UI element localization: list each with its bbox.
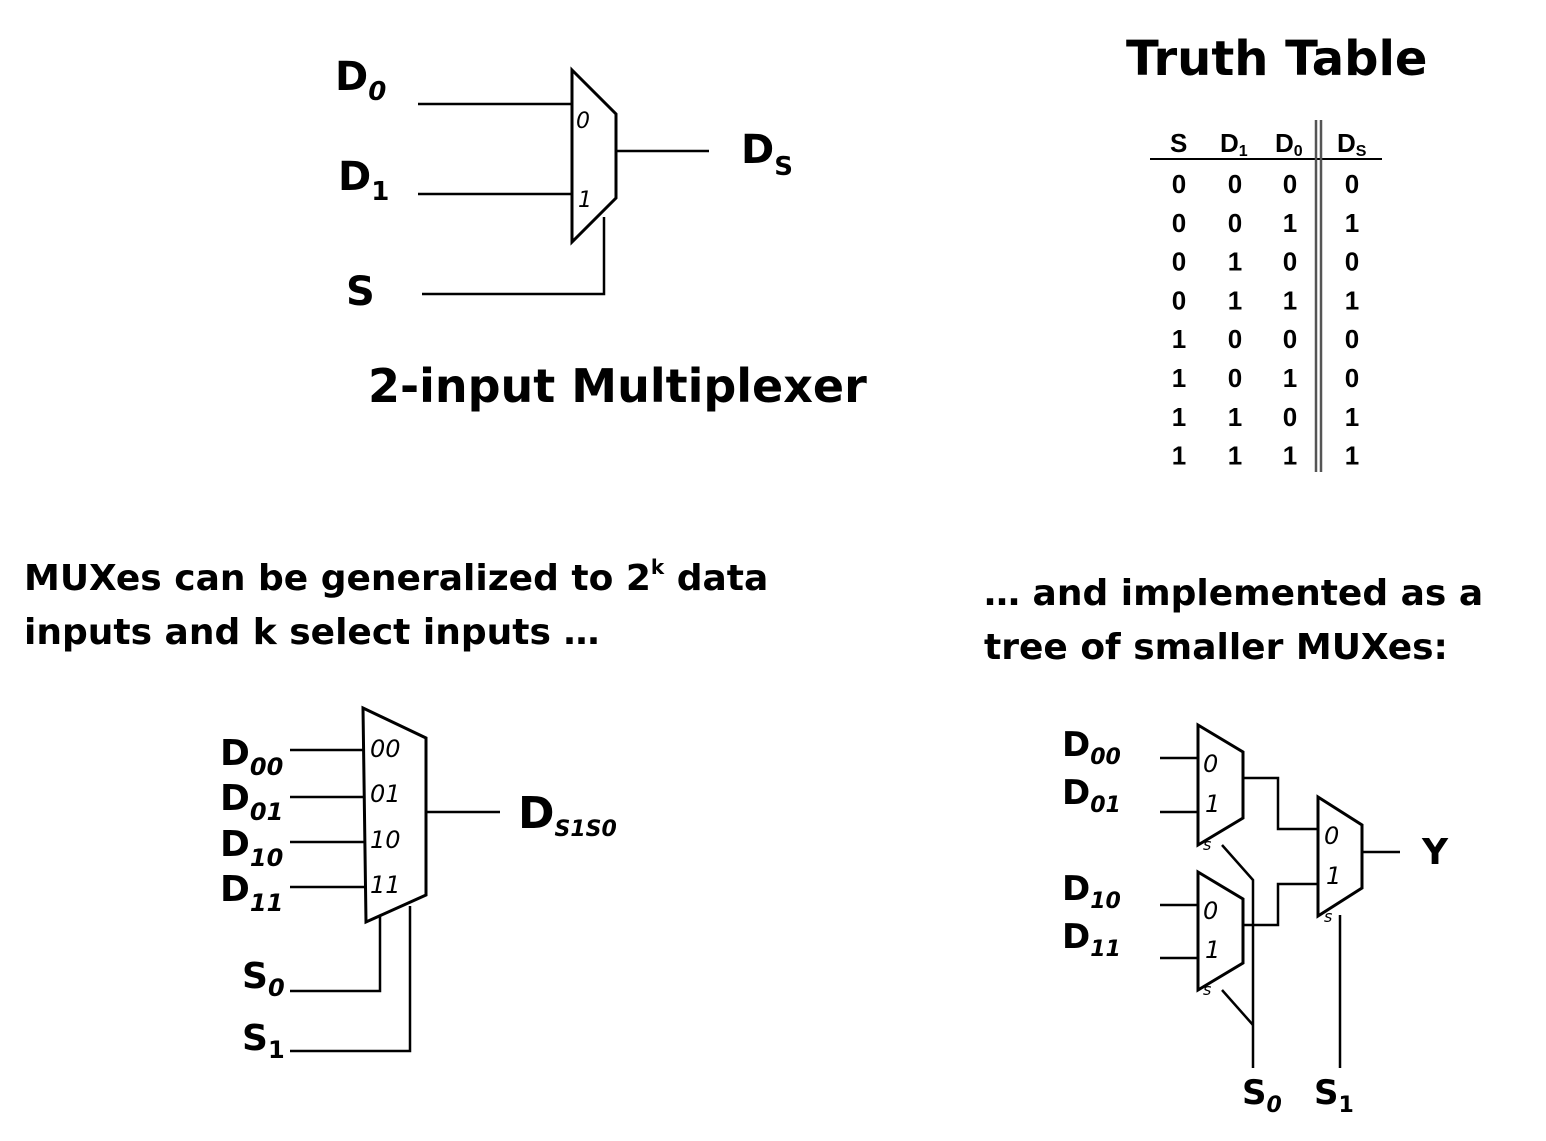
tt-cell-r6-c3: 1 — [1345, 402, 1359, 432]
tt-cell-r0-c0: 0 — [1172, 169, 1186, 199]
tt-cell-r4-c3: 0 — [1345, 324, 1359, 354]
mux4-input-label-d11: D11 — [220, 869, 283, 917]
tree-upper-output-wire — [1243, 776, 1318, 831]
tree-input-label-d11: D11 — [1062, 917, 1121, 962]
tree-select-label-s0: S0 — [1242, 1073, 1282, 1118]
tt-cell-r2-c3: 0 — [1345, 247, 1359, 277]
generalize-text-line1: MUXes can be generalized to 2k data — [24, 555, 768, 599]
tree-mux-root-pin-0: 0 — [1324, 822, 1339, 850]
mux4-pin-01: 01 — [370, 780, 401, 808]
tt-cell-r5-c0: 1 — [1172, 363, 1186, 393]
mux4-diagram: D00 D01 D10 D11 00 01 10 11 DS1S0 S0 S1 — [220, 705, 617, 1064]
tree-mux-upper-select-pin: s — [1203, 835, 1211, 854]
mux2-caption: 2-input Multiplexer — [368, 359, 867, 413]
mux2-select-label: S — [346, 269, 375, 315]
tree-select-label-s1: S1 — [1314, 1073, 1354, 1118]
mux2-input-label-d0: D0 — [335, 54, 386, 107]
mux4-s1-wire — [290, 906, 412, 1053]
truth-table-title: Truth Table — [1126, 31, 1427, 87]
tt-cell-r3-c1: 1 — [1228, 285, 1242, 315]
mux2-pin-0: 0 — [576, 109, 590, 134]
generalize-text-line2: inputs and k select inputs … — [24, 612, 599, 653]
mux2-body — [570, 66, 618, 246]
mux4-body — [361, 705, 428, 925]
tt-cell-r3-c3: 1 — [1345, 285, 1359, 315]
tt-cell-r4-c1: 0 — [1228, 324, 1242, 354]
tt-cell-r2-c1: 1 — [1228, 247, 1242, 277]
tt-cell-r0-c2: 0 — [1283, 169, 1297, 199]
mux4-pin-11: 11 — [370, 871, 401, 899]
tt-cell-r7-c1: 1 — [1228, 441, 1242, 471]
tree-mux-lower — [1196, 869, 1245, 993]
mux2-select-wire — [422, 217, 606, 296]
tree-s0-wire-lower — [1221, 989, 1254, 1026]
tt-cell-r3-c0: 0 — [1172, 285, 1186, 315]
tt-cell-r4-c2: 0 — [1283, 324, 1297, 354]
tree-text-line2: tree of smaller MUXes: — [984, 627, 1448, 668]
mux4-input-label-d10: D10 — [220, 824, 283, 872]
tt-cell-r1-c1: 0 — [1228, 208, 1242, 238]
tt-header-d1: D1 — [1220, 128, 1248, 160]
tree-output-label: Y — [1421, 832, 1449, 873]
tree-mux-lower-pin-0: 0 — [1203, 897, 1218, 925]
tt-cell-r6-c2: 0 — [1283, 402, 1297, 432]
mux4-select-label-s0: S0 — [242, 956, 285, 1002]
tree-mux-lower-pin-1: 1 — [1205, 936, 1220, 964]
tt-cell-r5-c2: 1 — [1283, 363, 1297, 393]
tree-input-label-d01: D01 — [1062, 773, 1121, 818]
tt-cell-r7-c0: 1 — [1172, 441, 1186, 471]
tree-mux-lower-select-pin: s — [1203, 980, 1211, 999]
mux2-output-label: DS — [741, 127, 793, 182]
tree-mux-upper-pin-1: 1 — [1205, 790, 1220, 818]
tt-cell-r3-c2: 1 — [1283, 285, 1297, 315]
tree-mux-upper — [1196, 722, 1245, 848]
tt-header-s: S — [1170, 128, 1187, 158]
tt-cell-r0-c1: 0 — [1228, 169, 1242, 199]
tree-mux-root-select-pin: s — [1324, 907, 1332, 926]
tt-cell-r4-c0: 1 — [1172, 324, 1186, 354]
tree-input-label-d00: D00 — [1062, 725, 1121, 770]
tt-cell-r1-c2: 1 — [1283, 208, 1297, 238]
tree-text-line1: … and implemented as a — [984, 573, 1483, 614]
mux4-s0-wire — [290, 916, 382, 993]
mux4-pin-00: 00 — [370, 735, 401, 763]
tt-cell-r2-c2: 0 — [1283, 247, 1297, 277]
tree-input-label-d10: D10 — [1062, 869, 1121, 914]
tree-lower-output-wire — [1243, 882, 1318, 927]
tt-cell-r1-c3: 1 — [1345, 208, 1359, 238]
tt-header-d0: D0 — [1275, 128, 1303, 160]
mux4-select-label-s1: S1 — [242, 1018, 285, 1064]
tree-mux-root — [1316, 794, 1364, 919]
tt-cell-r1-c0: 0 — [1172, 208, 1186, 238]
tt-cell-r0-c3: 0 — [1345, 169, 1359, 199]
mux2-input-label-d1: D1 — [338, 154, 389, 207]
tt-cell-r5-c1: 0 — [1228, 363, 1242, 393]
tt-cell-r7-c2: 1 — [1283, 441, 1297, 471]
mux4-pin-10: 10 — [370, 826, 401, 854]
truth-table-rows: 0 0 0 0 0 0 1 1 0 1 0 0 0 1 1 1 1 0 0 0 1 0 1 0 1 1 0 1 1 1 1 1 — [1172, 169, 1359, 471]
tt-header-ds: DS — [1337, 128, 1367, 160]
mux2-diagram: D0 D1 S 0 1 DS 2-input Multiplexer — [335, 54, 867, 413]
tt-cell-r7-c3: 1 — [1345, 441, 1359, 471]
truth-table-header: S D1 D0 DS — [1170, 128, 1367, 160]
tree-s0-wire-upper — [1221, 844, 1255, 1068]
tt-cell-r2-c0: 0 — [1172, 247, 1186, 277]
truth-table: Truth Table S D1 D0 DS 0 0 0 0 0 0 1 1 0 1 0 0 0 1 1 1 1… — [1126, 31, 1427, 472]
mux-tree-diagram: D00 D01 D10 D11 0 1 s 0 1 s 0 1 s Y S0 — [1062, 722, 1449, 1118]
mux4-output-label: DS1S0 — [518, 788, 617, 842]
tt-cell-r6-c0: 1 — [1172, 402, 1186, 432]
mux2-pin-1: 1 — [578, 188, 592, 213]
mux4-input-label-d00: D00 — [220, 733, 283, 781]
mux4-input-label-d01: D01 — [220, 778, 283, 826]
tree-mux-upper-pin-0: 0 — [1203, 750, 1218, 778]
tree-mux-root-pin-1: 1 — [1326, 862, 1341, 890]
tt-cell-r5-c3: 0 — [1345, 363, 1359, 393]
tt-cell-r6-c1: 1 — [1228, 402, 1242, 432]
